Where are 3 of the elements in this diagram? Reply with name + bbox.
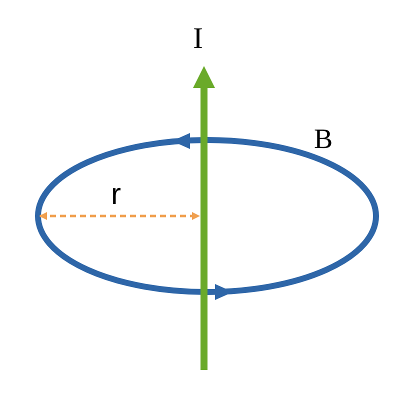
current-label: I (193, 24, 203, 54)
radius-label: r (111, 180, 121, 210)
field-label: B (314, 126, 333, 154)
